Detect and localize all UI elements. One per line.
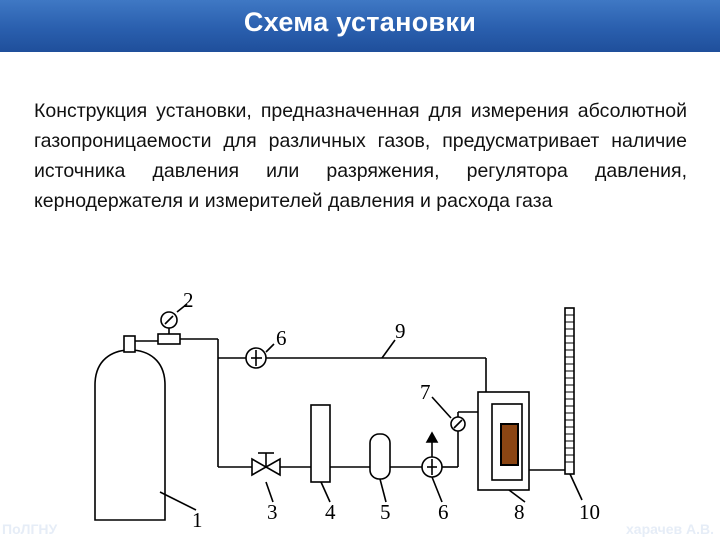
core-sample xyxy=(500,423,519,466)
slide-title: Схема установки xyxy=(243,7,477,37)
gas-vessel xyxy=(369,433,391,480)
graduation-marks xyxy=(565,314,574,463)
label-cylinder: 1 xyxy=(192,508,203,532)
gas-cylinder xyxy=(94,349,166,521)
pressure-regulator xyxy=(157,333,181,345)
label-pressure-gauge-upper: 6 xyxy=(276,326,287,350)
label-pressure-gauge-lower: 6 xyxy=(438,500,449,524)
outlet-arrow xyxy=(425,431,439,443)
label-regulator: 2 xyxy=(183,288,194,312)
slide-body-text: Конструкция установки, предназначенная д… xyxy=(34,100,687,212)
label-main-line: 9 xyxy=(395,319,406,343)
flowmeter xyxy=(310,404,331,483)
label-graduated-tube: 10 xyxy=(579,500,600,524)
cylinder-valve xyxy=(123,335,136,353)
label-flowmeter: 4 xyxy=(325,500,336,524)
footer-right: харачев А.В. xyxy=(626,521,714,537)
label-core-holder: 8 xyxy=(514,500,525,524)
graduated-tube xyxy=(564,307,575,475)
footer-left: ПоЛГНУ xyxy=(2,521,58,537)
label-differential-gauge: 7 xyxy=(420,380,431,404)
label-gas-vessel: 5 xyxy=(380,500,391,524)
label-valve: 3 xyxy=(267,500,278,524)
title-bar: Схема установки xyxy=(0,0,720,52)
